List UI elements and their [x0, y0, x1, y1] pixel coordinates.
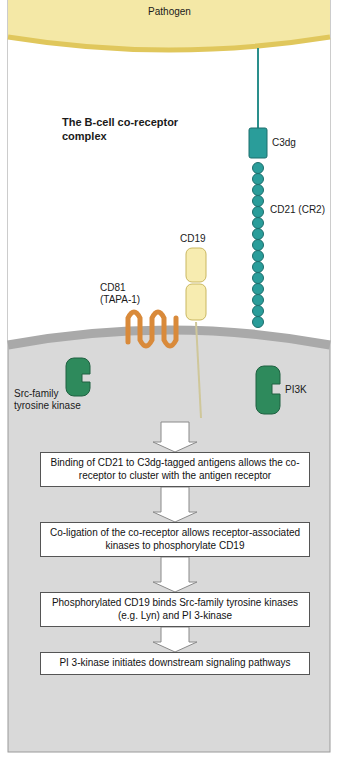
block-arrow [153, 557, 197, 592]
part-label: CD81 (TAPA-1) [100, 282, 150, 306]
cd19-domain [186, 284, 206, 320]
process-box: Phosphorylated CD19 binds Src-family tyr… [40, 592, 310, 627]
cd21-domain [253, 317, 264, 328]
pathogen-membrane [8, 37, 330, 50]
process-box: Binding of CD21 to C3dg-tagged antigens … [40, 452, 310, 487]
part-label: C3dg [272, 137, 327, 149]
cd21-domain [253, 229, 264, 240]
block-arrow [153, 422, 197, 452]
cd21-domain [253, 207, 264, 218]
cd21-domain [253, 306, 264, 317]
pathogen-label: Pathogen [0, 6, 339, 18]
cd21-domain [253, 251, 264, 262]
cd21-domain [253, 218, 264, 229]
cd21-domain [253, 240, 264, 251]
c3dg-fragment [249, 128, 267, 158]
cytoplasm-panel [8, 0, 330, 752]
c3dg-attachment [257, 48, 259, 128]
cd19-domain [186, 248, 206, 282]
cd21-domain [253, 185, 264, 196]
block-arrow [153, 627, 197, 652]
part-label: Src-family tyrosine kinase [14, 388, 88, 412]
cd21-domain [253, 174, 264, 185]
part-label: PI3K [285, 384, 325, 396]
part-label: CD21 (CR2) [270, 204, 330, 216]
figure-title: The B-cell co-receptor complex [62, 116, 182, 144]
cd81-protein [128, 312, 176, 346]
cd21-domain [253, 163, 264, 174]
process-box: PI 3-kinase initiates downstream signali… [40, 652, 310, 675]
src-kinase-shape [66, 358, 90, 396]
cd21-domain [253, 273, 264, 284]
part-label: CD19 [180, 233, 220, 245]
process-box: Co-ligation of the co-receptor allows re… [40, 522, 310, 557]
box-text: Phosphorylated CD19 binds Src-family tyr… [49, 597, 301, 622]
b-cell-membrane [8, 330, 330, 345]
cd21-chain [253, 163, 264, 328]
cd21-domain [253, 196, 264, 207]
cd21-domain [253, 262, 264, 273]
cd19-tail [196, 322, 201, 418]
pi3k-shape [256, 366, 280, 414]
block-arrow [153, 487, 197, 522]
box-text: Co-ligation of the co-receptor allows re… [49, 527, 301, 552]
box-text: Binding of CD21 to C3dg-tagged antigens … [49, 457, 301, 482]
box-text: PI 3-kinase initiates downstream signali… [49, 657, 301, 670]
extracellular-space [8, 0, 330, 345]
cd21-domain [253, 284, 264, 295]
cd21-domain [253, 295, 264, 306]
